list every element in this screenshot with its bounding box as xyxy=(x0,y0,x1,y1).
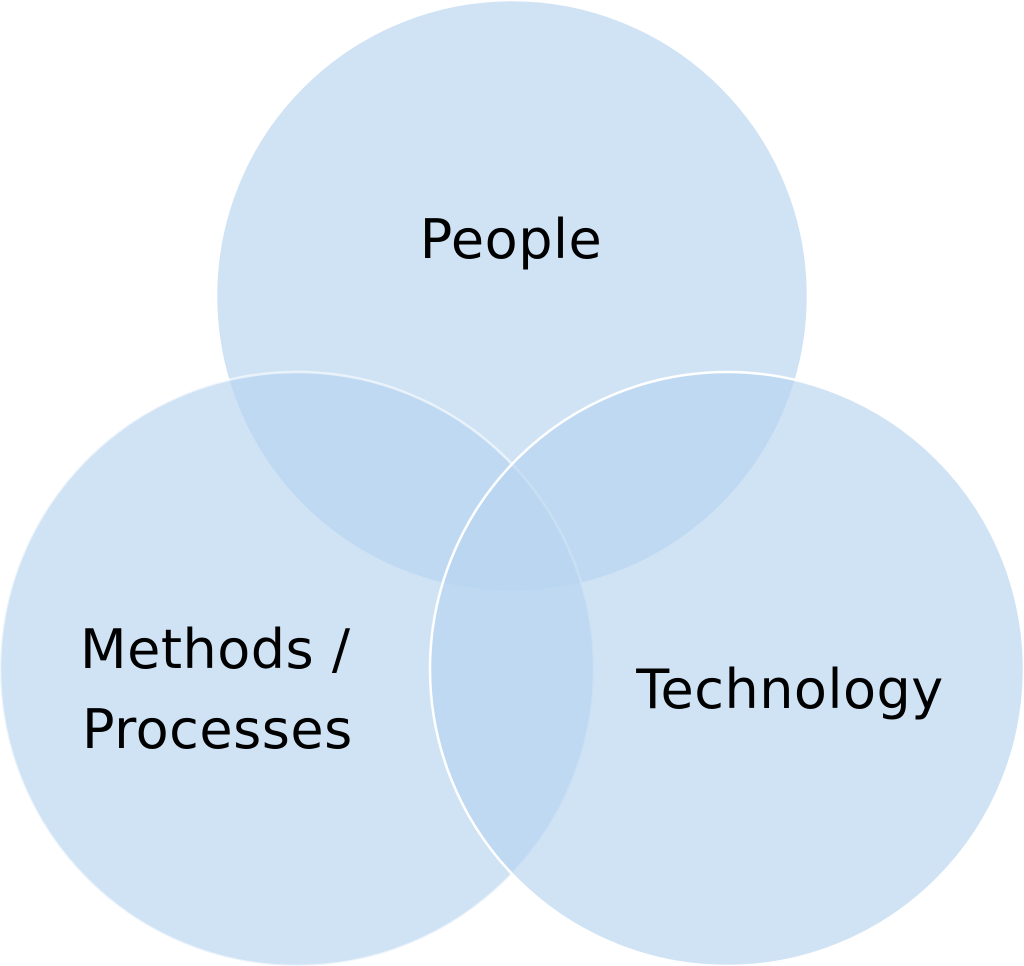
label-methods-line1: Methods / xyxy=(80,618,351,681)
label-people: People xyxy=(420,208,602,271)
label-methods-line2: Processes xyxy=(82,698,353,761)
circle-technology xyxy=(428,370,1024,966)
label-technology: Technology xyxy=(635,658,943,721)
